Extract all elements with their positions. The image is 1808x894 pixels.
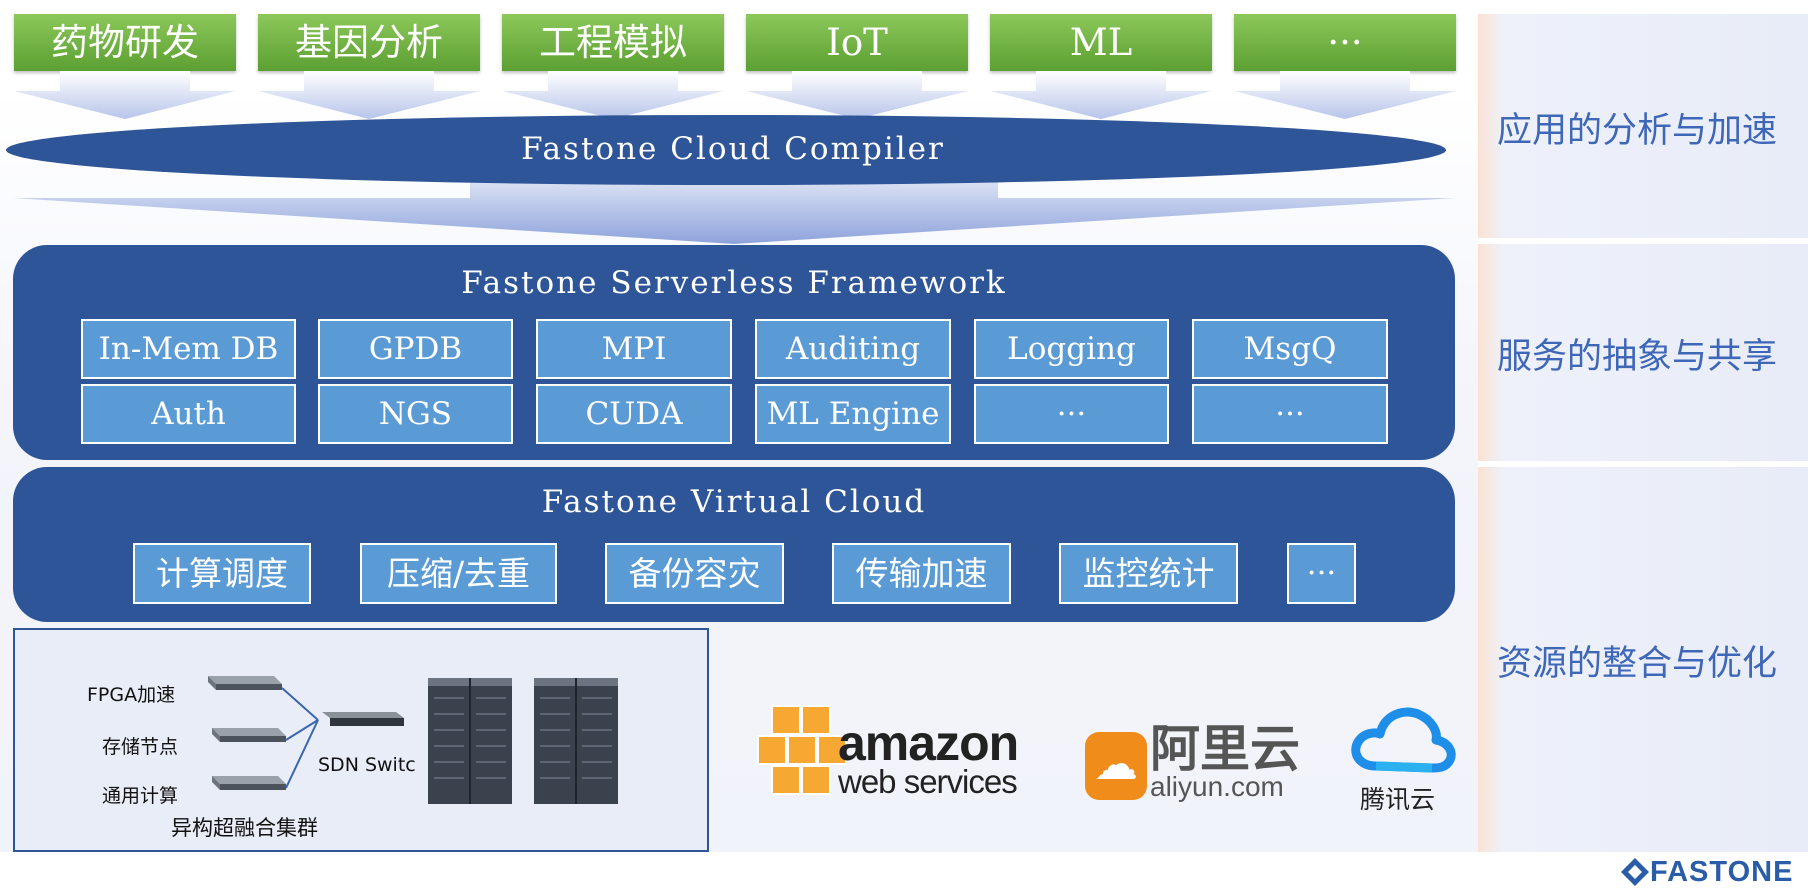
service-ngs: NGS: [318, 384, 513, 444]
service-more-2: ···: [1192, 384, 1388, 444]
service-ml-engine: ML Engine: [755, 384, 951, 444]
compiler-down-arrow: [13, 170, 1455, 244]
app-arrow-2: [258, 71, 480, 119]
cluster-hardware-illustration: [208, 676, 618, 804]
service-in-mem-db: In-Mem DB: [81, 319, 296, 379]
service-auth: Auth: [81, 384, 296, 444]
virtual-cloud-title: Fastone Virtual Cloud: [541, 484, 927, 520]
app-box-more: ···: [1234, 14, 1456, 71]
app-box-ml: ML: [990, 14, 1212, 71]
server-unit-icon: [208, 676, 282, 690]
layer-band-app: [1478, 14, 1808, 238]
aws-logo-text: amazon: [838, 715, 1019, 771]
app-arrow-4: [746, 71, 968, 119]
aws-logo-subtext: web services: [838, 763, 1018, 800]
cluster-switch-label: SDN Switc: [318, 754, 416, 776]
vc-item-scheduling: 计算调度: [133, 543, 311, 604]
app-arrow-1: [14, 71, 236, 119]
aliyun-logo-icon: ☁: [1085, 732, 1147, 800]
app-arrow-5: [990, 71, 1212, 119]
app-arrow-3: [502, 71, 724, 119]
serverless-title: Fastone Serverless Framework: [461, 265, 1007, 301]
layer-band-resource: [1478, 467, 1808, 852]
fastone-logo-icon: [1621, 858, 1649, 886]
service-mpi: MPI: [536, 319, 732, 379]
aws-cubes-icon: [757, 705, 847, 795]
layer-label-app: 应用的分析与加速: [1497, 111, 1778, 151]
service-auditing: Auditing: [755, 319, 951, 379]
compiler-shape: [6, 115, 1455, 244]
app-box-engineering: 工程模拟: [502, 14, 724, 71]
cluster-node-compute: 通用计算: [102, 785, 179, 807]
app-arrow-6: [1234, 71, 1456, 119]
layer-label-resource: 资源的整合与优化: [1497, 644, 1778, 684]
cluster-connection-lines: [281, 687, 319, 789]
vc-item-compression: 压缩/去重: [360, 543, 557, 604]
tencent-logo-text: 腾讯云: [1360, 785, 1436, 814]
app-box-iot: IoT: [746, 14, 968, 71]
tencent-cloud-icon: [1351, 707, 1456, 773]
vc-item-transfer: 传输加速: [832, 543, 1011, 604]
cluster-node-storage: 存储节点: [102, 736, 179, 758]
server-unit-icon: [212, 776, 286, 790]
server-unit-icon: [212, 728, 286, 742]
app-box-gene: 基因分析: [258, 14, 480, 71]
cluster-caption: 异构超融合集群: [171, 816, 318, 840]
cluster-node-fpga: FPGA加速: [87, 684, 176, 706]
service-cuda: CUDA: [536, 384, 732, 444]
rack-cabinet-icon: [534, 678, 618, 804]
fastone-brand-text: FASTONE: [1650, 856, 1794, 888]
app-arrows: [14, 71, 1456, 119]
app-box-drug: 药物研发: [14, 14, 236, 71]
vc-item-more: ···: [1287, 543, 1356, 604]
aliyun-logo-cn: 阿里云: [1150, 720, 1300, 778]
service-msgq: MsgQ: [1192, 319, 1388, 379]
layer-band-service: [1478, 244, 1808, 461]
compiler-ellipse: [6, 115, 1446, 185]
service-gpdb: GPDB: [318, 319, 513, 379]
aliyun-logo-en: aliyun.com: [1150, 771, 1284, 802]
service-logging: Logging: [974, 319, 1169, 379]
vc-item-backup: 备份容灾: [605, 543, 784, 604]
switch-icon: [322, 712, 404, 726]
layer-label-service: 服务的抽象与共享: [1497, 337, 1778, 377]
rack-cabinet-icon: [428, 678, 512, 804]
compiler-label: Fastone Cloud Compiler: [521, 131, 945, 167]
vc-item-monitoring: 监控统计: [1059, 543, 1238, 604]
service-more-1: ···: [974, 384, 1169, 444]
